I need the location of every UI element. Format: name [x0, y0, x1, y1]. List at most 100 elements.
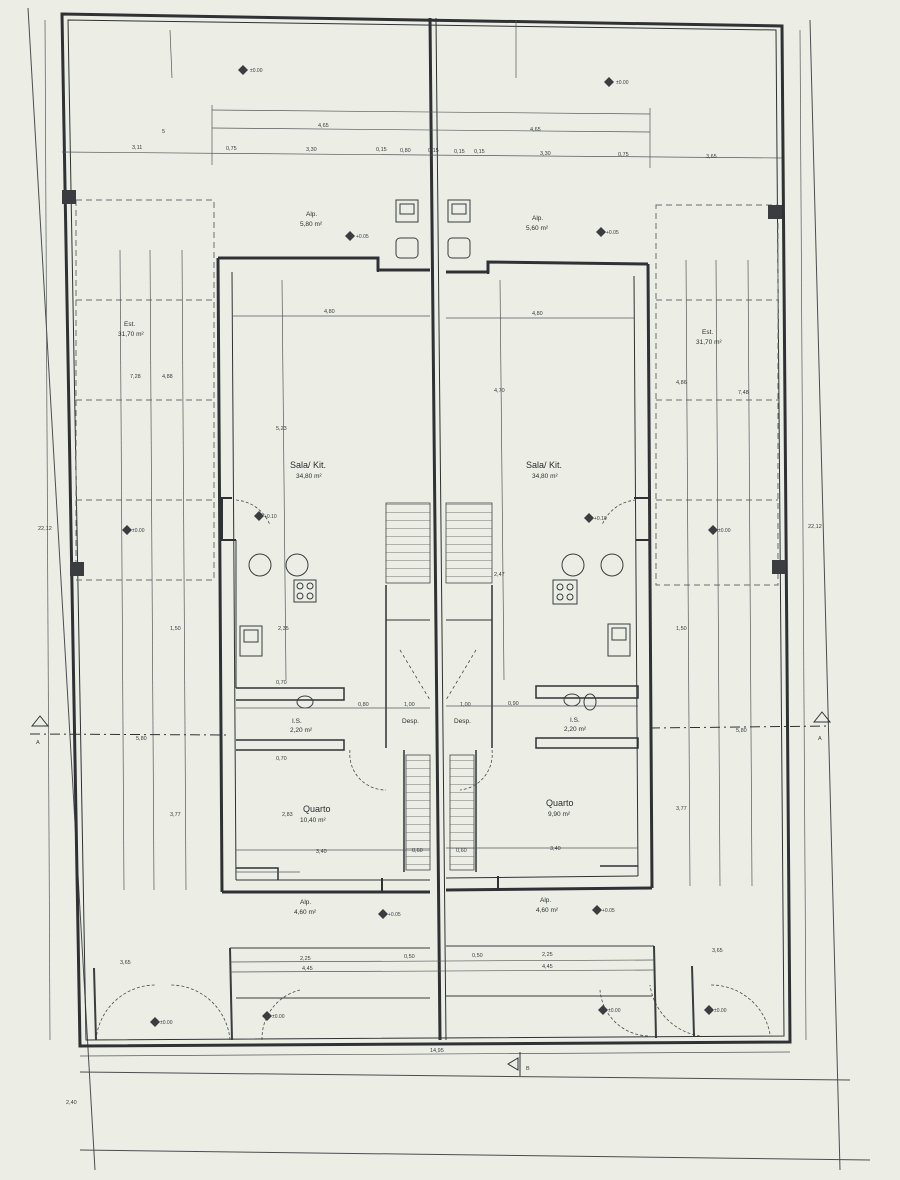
dim-b45a: 4,45	[302, 966, 313, 972]
dim-height-left: 22,12	[38, 526, 52, 532]
dim-b45b: 4,45	[542, 964, 553, 970]
room-sala-left-label: Sala/ Kit.	[290, 460, 326, 470]
room-alp-top-left-area: 5,80 m²	[300, 221, 323, 228]
sheet-border	[27, 7, 871, 1171]
room-alp-bot-right-area: 4,60 m²	[536, 907, 559, 914]
house-walls	[216, 256, 654, 894]
level-b1: +0.05	[388, 912, 401, 918]
dim-m2: 1,50	[676, 626, 687, 632]
level-bl2: ±0.00	[272, 1014, 285, 1020]
room-sala-left-area: 34,80 m²	[296, 473, 322, 480]
dim-k2: 2,47	[494, 572, 505, 578]
room-alp-top-left-label: Alp.	[306, 211, 317, 218]
dim-q1: 3,40	[316, 849, 327, 855]
lot-boundary	[60, 12, 792, 1048]
room-desp-right-label: Desp.	[454, 718, 471, 725]
dim-f3: 3,77	[170, 812, 181, 818]
dim-t4: 0,80	[400, 148, 411, 154]
level-labels: ±0.00 ±0.00 +0.05 +0.05 +0.10 +0.10 ±0.0…	[132, 68, 731, 1026]
level-br2: ±0.00	[608, 1008, 621, 1014]
level-a2: +0.05	[606, 230, 619, 236]
dim-sb: 2,40	[66, 1100, 77, 1106]
section-a-left: A	[36, 740, 40, 746]
room-sala-right-label: Sala/ Kit.	[526, 460, 562, 470]
level-br: ±0.00	[714, 1008, 727, 1014]
dim-side-right: 3,65	[706, 154, 717, 160]
room-est-left-label: Est.	[124, 321, 135, 328]
dim-bot2: 2,25	[300, 956, 311, 962]
dim-d3: 1,00	[404, 702, 415, 708]
dim-q3: 2,83	[282, 812, 293, 818]
dim-bot3: 0,50	[404, 954, 415, 960]
level-e1: ±0.00	[132, 528, 145, 534]
dim-e4: 4,86	[676, 380, 687, 386]
dim-e1: 7,28	[130, 374, 141, 380]
room-desp-left-label: Desp.	[402, 718, 419, 725]
dimension-lines	[44, 19, 807, 1057]
room-ws-left-label: I.S.	[292, 718, 302, 725]
dim-total: 14,95	[430, 1048, 444, 1054]
parking-left	[75, 199, 215, 581]
dim-f4: 3,77	[676, 806, 687, 812]
room-alp-bot-left-area: 4,60 m²	[294, 909, 317, 916]
dim-bot4: 0,50	[472, 953, 483, 959]
room-est-right-label: Est.	[702, 329, 713, 336]
dim-top2: 4,65	[530, 127, 541, 133]
level-bl: ±0.00	[160, 1020, 173, 1026]
dim-w1: 4,80	[324, 309, 335, 315]
room-quarto-left-area: 10,40 m²	[300, 817, 326, 824]
dim-sv1: 0,70	[276, 680, 287, 686]
level-markers	[122, 65, 718, 1027]
dim-t5: 0,15	[428, 148, 439, 154]
room-alp-bot-left-label: Alp.	[300, 899, 311, 906]
dim-bot5: 2,25	[542, 952, 553, 958]
dim-s5: 5	[162, 129, 165, 135]
dim-t1: 0,75	[226, 146, 237, 152]
level-tl: ±0.00	[250, 68, 263, 74]
party-wall	[428, 17, 447, 1041]
dim-f1: 5,80	[136, 736, 147, 742]
level-s1: +0.10	[264, 514, 277, 520]
bottom-walls	[93, 945, 695, 1041]
dim-e2: 7,48	[738, 390, 749, 396]
level-e2: ±0.00	[718, 528, 731, 534]
dim-k1: 2,35	[278, 626, 289, 632]
room-quarto-right-label: Quarto	[546, 798, 574, 808]
dim-w2: 4,80	[532, 311, 543, 317]
dim-t7: 0,15	[474, 149, 485, 155]
dim-t3: 0,15	[376, 147, 387, 153]
dim-q2: 3,40	[550, 846, 561, 852]
interior-walls	[221, 497, 651, 872]
dim-d4: 1,00	[460, 702, 471, 708]
room-alp-top-right-label: Alp.	[532, 215, 543, 222]
dim-d2: 0,90	[508, 701, 519, 707]
dim-h2: 4,70	[494, 388, 505, 394]
dim-t2: 3,30	[306, 147, 317, 153]
dimension-labels: 4,65 4,65 0,75 3,30 0,15 0,80 0,15 0,15 …	[38, 123, 822, 1106]
fixtures	[239, 199, 631, 711]
stairs	[385, 502, 493, 871]
dim-t8: 3,30	[540, 151, 551, 157]
dim-top1: 4,65	[318, 123, 329, 129]
room-alp-top-right-area: 5,60 m²	[526, 225, 549, 232]
door-swings	[95, 499, 771, 1041]
room-sala-right-area: 34,80 m²	[532, 473, 558, 480]
dim-bot1: 3,65	[120, 960, 131, 966]
room-est-left-area: 31,70 m²	[118, 331, 144, 338]
level-tr: ±0.00	[616, 80, 629, 86]
room-est-right-area: 31,70 m²	[696, 339, 722, 346]
dim-m1: 1,50	[170, 626, 181, 632]
room-quarto-right-area: 9,90 m²	[548, 811, 571, 818]
room-labels: Sala/ Kit. 34,80 m² Sala/ Kit. 34,80 m² …	[118, 211, 722, 916]
dim-h1: 5,23	[276, 426, 287, 432]
room-ws-left-area: 2,20 m²	[290, 727, 313, 734]
dim-t6: 0,15	[454, 149, 465, 155]
dim-height-right: 22,12	[808, 524, 822, 530]
room-ws-right-area: 2,20 m²	[564, 726, 587, 733]
dim-e3: 4,88	[162, 374, 173, 380]
section-b: B	[526, 1066, 530, 1072]
dim-bot6: 3,65	[712, 948, 723, 954]
section-marks	[29, 711, 832, 1076]
room-alp-bot-right-label: Alp.	[540, 897, 551, 904]
